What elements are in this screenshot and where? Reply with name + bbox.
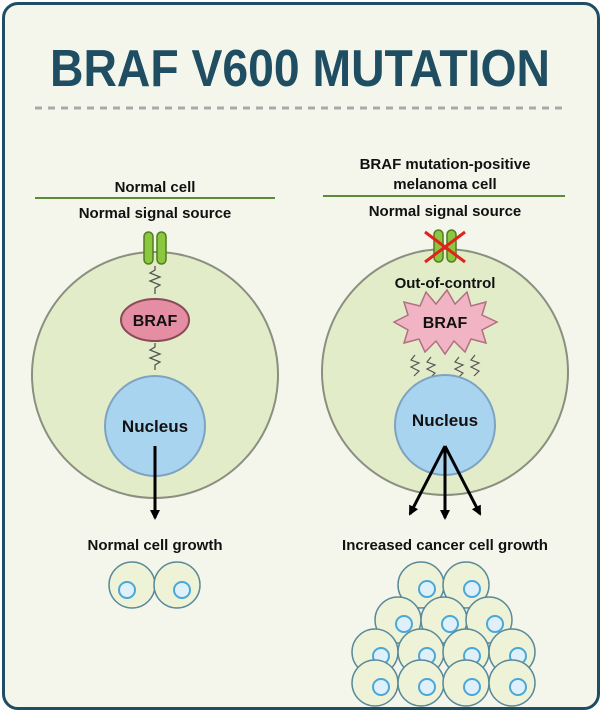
- right-header-line1: BRAF mutation-positive: [360, 156, 531, 173]
- right-header-line2: melanoma cell: [393, 176, 496, 193]
- right-signal-source: Normal signal source: [369, 203, 522, 220]
- left-braf-label: BRAF: [133, 313, 178, 330]
- left-signal-squiggle-icon-2: [148, 343, 162, 370]
- left-braf-protein: [120, 298, 190, 342]
- small-cell-icon: [108, 561, 156, 609]
- left-nucleus-label: Nucleus: [122, 417, 188, 436]
- left-signal-squiggle-icon: [148, 266, 162, 294]
- right-braf-label: BRAF: [423, 315, 468, 332]
- small-cell-icon: [442, 561, 490, 609]
- right-outcome: Increased cancer cell growth: [342, 537, 548, 554]
- small-cell-icon: [397, 659, 445, 707]
- right-signal-squiggle-icon: [409, 354, 481, 379]
- small-cell-icon: [153, 561, 201, 609]
- left-outcome: Normal cell growth: [87, 537, 222, 554]
- small-cell-icon: [397, 561, 445, 609]
- right-growth-arrows-icon: [408, 445, 482, 520]
- left-signal-source: Normal signal source: [79, 205, 232, 222]
- cross-mark-icon: [424, 230, 466, 264]
- right-braf-protein: [392, 288, 499, 356]
- small-cell-icon: [351, 659, 399, 707]
- left-receptor-icon: [143, 231, 167, 265]
- right-nucleus-label: Nucleus: [412, 411, 478, 430]
- small-cell-icon: [442, 659, 490, 707]
- right-small-cells: [351, 561, 536, 707]
- left-header: Normal cell: [115, 179, 196, 196]
- small-cell-icon: [488, 659, 536, 707]
- page-title: BRAF V600 MUTATION: [50, 40, 550, 98]
- right-status-label: Out-of-control: [395, 275, 496, 292]
- left-small-cells: [108, 561, 201, 609]
